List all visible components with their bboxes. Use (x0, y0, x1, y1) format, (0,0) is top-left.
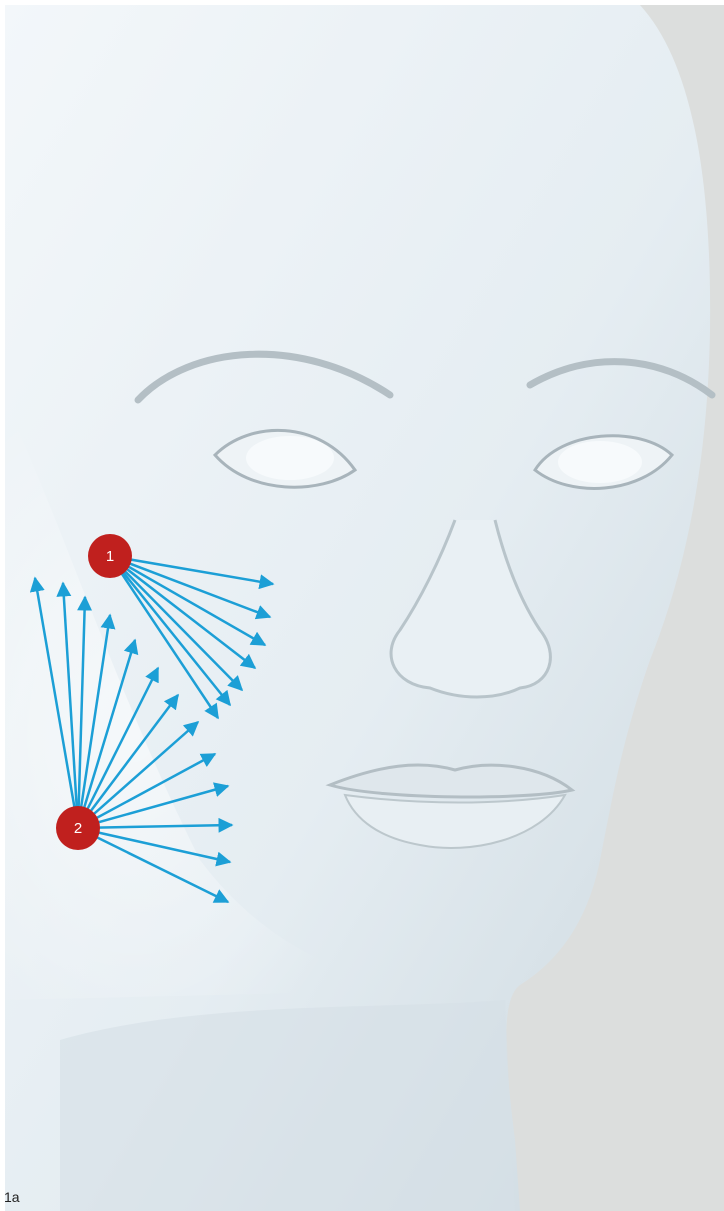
marker-2: 2 (56, 806, 100, 850)
figure-caption: 1a (4, 1188, 20, 1206)
marker-2-label: 2 (74, 820, 82, 837)
frame-top (0, 0, 724, 5)
marker-1-label: 1 (106, 548, 114, 565)
frame-left (0, 0, 5, 1211)
marker-1: 1 (88, 534, 132, 578)
neck-shadow (60, 1000, 515, 1211)
